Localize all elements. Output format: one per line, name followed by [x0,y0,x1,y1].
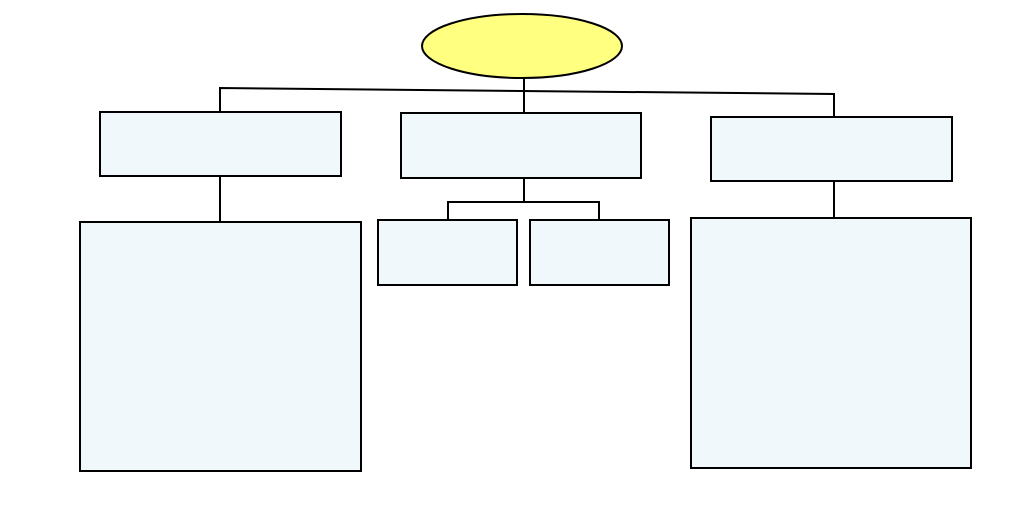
level1-right-box [710,116,953,182]
level2-center-a-box [377,219,518,286]
root-ellipse [421,13,623,79]
level1-right-node [710,116,953,182]
level2-center-a-node [377,219,518,286]
level2-right-node [690,217,972,469]
level2-center-b-box [529,219,670,286]
level2-center-b-node [529,219,670,286]
connector-root-to-level1 [219,86,835,118]
level1-center-box [400,112,642,179]
level2-left-node [79,221,362,472]
level1-center-node [400,112,642,179]
level2-right-box [690,217,972,469]
level2-left-box [79,221,362,472]
connectors [219,77,835,222]
root-node [421,13,623,79]
level1-left-node [99,111,342,177]
level1-left-box [99,111,342,177]
connector-center-branch [447,178,525,220]
connector-center-branch-right [524,201,600,220]
